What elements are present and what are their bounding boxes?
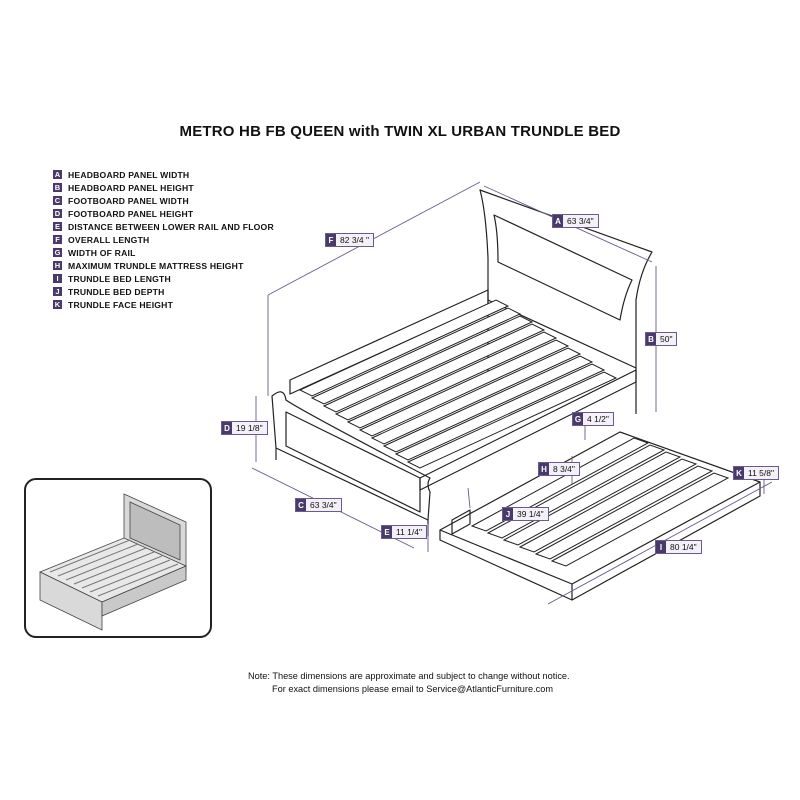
dimension-key: J: [503, 508, 513, 520]
legend-item: I TRUNDLE BED LENGTH: [53, 272, 274, 285]
legend-key: H: [53, 261, 62, 270]
dimension-value: 11 5/8": [748, 468, 775, 478]
dimension-value: 63 3/4": [310, 500, 337, 510]
dimension-legend: A HEADBOARD PANEL WIDTH B HEADBOARD PANEL …: [53, 168, 274, 311]
footboard: [271, 391, 431, 521]
dimension-a: A 63 3/4": [552, 214, 599, 228]
dimension-f: F 82 3/4 ": [325, 233, 375, 247]
legend-label: WIDTH OF RAIL: [68, 247, 136, 258]
dimension-h: H 8 3/4": [538, 462, 580, 476]
dimension-key: B: [646, 333, 656, 345]
legend-key: D: [53, 209, 62, 218]
dimension-k: K 11 5/8": [733, 466, 780, 480]
legend-label: HEADBOARD PANEL HEIGHT: [68, 182, 194, 193]
bed-slats: [298, 299, 618, 469]
dimension-value: 80 1/4": [670, 542, 697, 552]
legend-key: J: [53, 287, 62, 296]
dimension-key: C: [296, 499, 306, 511]
legend-item: A HEADBOARD PANEL WIDTH: [53, 168, 274, 181]
dimension-i: I 80 1/4": [655, 540, 702, 554]
legend-label: MAXIMUM TRUNDLE MATTRESS HEIGHT: [68, 260, 244, 271]
dimension-value: 4 1/2": [587, 414, 609, 424]
legend-key: G: [53, 248, 62, 257]
dimension-key: A: [553, 215, 563, 227]
note-line-1: Note: These dimensions are approximate a…: [248, 671, 570, 681]
dimension-key: G: [573, 413, 583, 425]
legend-label: FOOTBOARD PANEL HEIGHT: [68, 208, 194, 219]
disclaimer-note: Note: These dimensions are approximate a…: [248, 670, 570, 696]
note-line-2: For exact dimensions please email to Ser…: [272, 684, 553, 694]
legend-item: C FOOTBOARD PANEL WIDTH: [53, 194, 274, 207]
legend-item: F OVERALL LENGTH: [53, 233, 274, 246]
dimension-value: 39 1/4": [517, 509, 544, 519]
dimension-key: K: [734, 467, 744, 479]
legend-item: E DISTANCE BETWEEN LOWER RAIL AND FLOOR: [53, 220, 274, 233]
dimension-value: 63 3/4": [567, 216, 594, 226]
dimension-key: H: [539, 463, 549, 475]
legend-key: B: [53, 183, 62, 192]
dimension-value: 11 1/4": [396, 527, 423, 537]
dimension-key: D: [222, 422, 232, 434]
dimension-value: 8 3/4": [553, 464, 575, 474]
legend-key: A: [53, 170, 62, 179]
headboard: [479, 189, 653, 369]
legend-label: FOOTBOARD PANEL WIDTH: [68, 195, 189, 206]
legend-key: I: [53, 274, 62, 283]
legend-item: D FOOTBOARD PANEL HEIGHT: [53, 207, 274, 220]
legend-key: K: [53, 300, 62, 309]
dimension-j: J 39 1/4": [502, 507, 549, 521]
dimension-e: E 11 1/4": [381, 525, 428, 539]
dimension-value: 82 3/4 ": [340, 235, 370, 245]
legend-label: TRUNDLE BED LENGTH: [68, 273, 171, 284]
thumbnail-bed-drawing: [39, 493, 187, 631]
legend-label: TRUNDLE FACE HEIGHT: [68, 299, 174, 310]
dimension-b: B 50": [645, 332, 678, 346]
dimension-value: 50": [660, 334, 673, 344]
legend-label: DISTANCE BETWEEN LOWER RAIL AND FLOOR: [68, 221, 274, 232]
dimension-g: G 4 1/2": [572, 412, 614, 426]
headboard-panel: [493, 214, 633, 321]
diagram-title: METRO HB FB QUEEN with TWIN XL URBAN TRU…: [179, 123, 621, 140]
legend-key: F: [53, 235, 62, 244]
legend-key: E: [53, 222, 62, 231]
legend-label: HEADBOARD PANEL WIDTH: [68, 169, 190, 180]
dimension-c: C 63 3/4": [295, 498, 342, 512]
legend-key: C: [53, 196, 62, 205]
product-thumbnail: [24, 478, 212, 638]
dimension-value: 19 1/8": [236, 423, 263, 433]
legend-item: H MAXIMUM TRUNDLE MATTRESS HEIGHT: [53, 259, 274, 272]
legend-item: G WIDTH OF RAIL: [53, 246, 274, 259]
legend-item: K TRUNDLE FACE HEIGHT: [53, 298, 274, 311]
dimension-d: D 19 1/8": [221, 421, 268, 435]
dimension-key: I: [656, 541, 666, 553]
dimension-key: E: [382, 526, 392, 538]
legend-label: TRUNDLE BED DEPTH: [68, 286, 165, 297]
legend-label: OVERALL LENGTH: [68, 234, 150, 245]
dimension-key: F: [326, 234, 336, 246]
legend-item: J TRUNDLE BED DEPTH: [53, 285, 274, 298]
legend-item: B HEADBOARD PANEL HEIGHT: [53, 181, 274, 194]
